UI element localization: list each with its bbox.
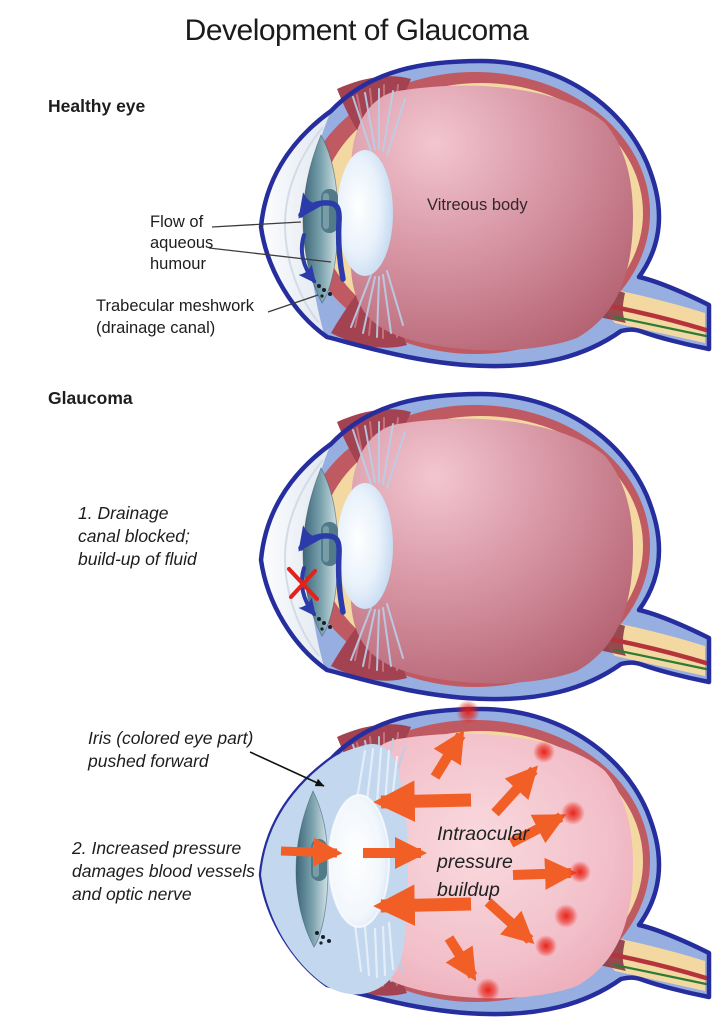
iris-label-arrow [249,751,325,787]
stage1-label: 1. Drainage canal blocked; build-up of f… [78,503,197,569]
glaucoma-stage2-eye-illustration [261,700,709,1014]
intraocular-pressure-label: Intraocular pressure buildup [437,823,530,901]
trabecular-meshwork-label: Trabecular meshwork (drainage canal) [96,297,255,337]
vitreous-body-label: Vitreous body [427,196,528,214]
pressure-arrows [280,729,577,982]
damaged-vessel-spots [456,700,591,1002]
glaucoma-heading: Glaucoma [48,388,133,408]
flow-of-aqueous-label: Flow of aqueous humour [150,213,214,273]
leader-lines [208,221,332,313]
iris-pushed-forward-label: Iris (colored eye part) pushed forward [88,728,254,771]
pushed-iris-overlay [261,744,408,995]
page-title: Development of Glaucoma [184,14,529,47]
blocked-drainage-x-mark [286,566,320,602]
glaucoma-stage1-eye-illustration [261,394,709,699]
healthy-eye-heading: Healthy eye [48,96,146,116]
stage2-label: 2. Increased pressure damages blood vess… [72,838,255,904]
